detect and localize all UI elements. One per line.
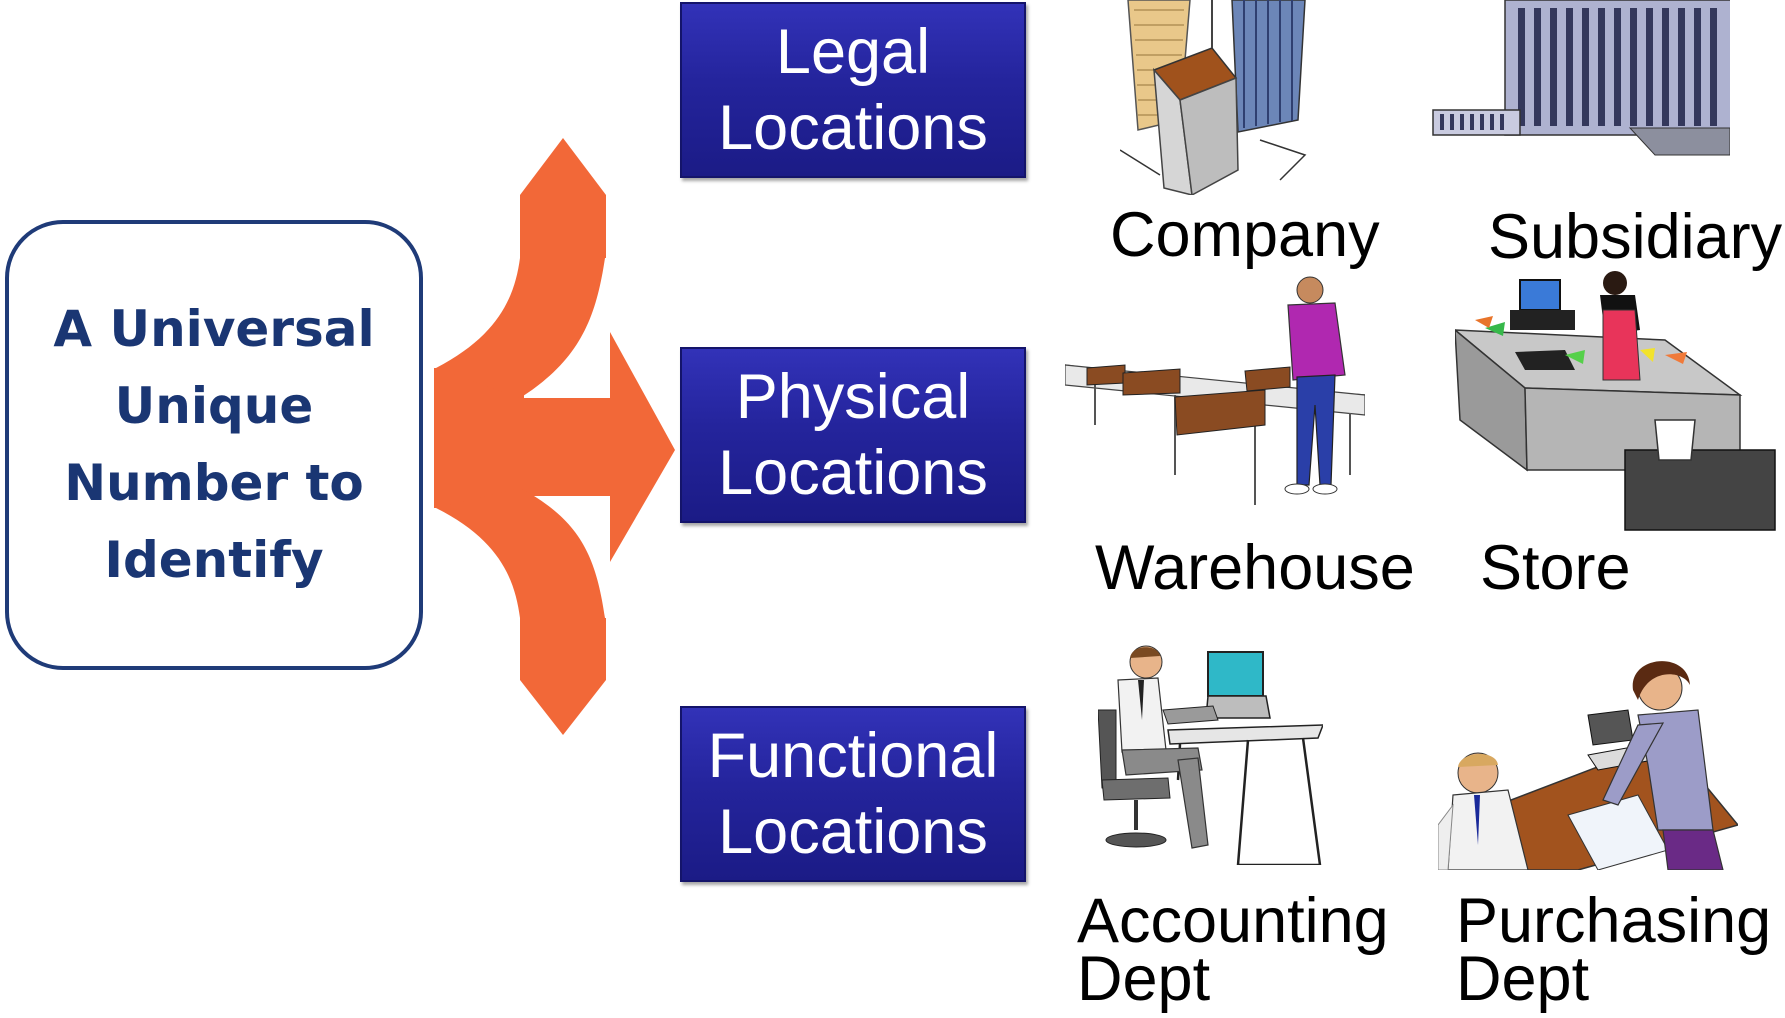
source-line: A Universal [53, 300, 375, 358]
category-physical-locations: Physical Locations [680, 347, 1026, 523]
category-line: Physical [735, 362, 971, 432]
warehouse-label: Warehouse [1095, 533, 1415, 603]
arrow-right [515, 332, 675, 562]
subsidiary-label: Subsidiary [1488, 202, 1783, 272]
accountant-computer-icon [1098, 640, 1323, 865]
accounting-label: Accounting Dept [1077, 886, 1389, 1014]
store-label: Store [1480, 533, 1631, 603]
purchasing-label-line: Purchasing [1456, 886, 1772, 956]
accounting-label-line: Accounting [1077, 886, 1389, 956]
purchasing-staff-icon [1438, 655, 1738, 870]
source-line: Identify [104, 531, 324, 589]
arrow-head-down [520, 618, 606, 735]
office-tower-icon [1120, 0, 1320, 195]
accounting-label-line: Dept [1077, 944, 1211, 1014]
source-line: Number to [64, 454, 364, 512]
category-line: Functional [707, 721, 999, 791]
warehouse-worker-icon [1065, 275, 1365, 525]
source-text: A Universal Unique Number to Identify [53, 291, 374, 599]
store-cashier-icon [1455, 270, 1785, 535]
category-legal-locations: Legal Locations [680, 2, 1026, 178]
building-icon [1430, 0, 1730, 160]
arrow-head-up [520, 138, 606, 258]
category-line: Locations [718, 797, 988, 867]
purchasing-label: Purchasing Dept [1456, 886, 1772, 1014]
source-line: Unique [114, 377, 314, 435]
company-label: Company [1110, 200, 1380, 270]
category-line: Locations [718, 438, 988, 508]
category-line: Legal [775, 17, 931, 87]
arrow-branch-down [436, 488, 605, 618]
purchasing-label-line: Dept [1456, 944, 1590, 1014]
arrow-branch-up [436, 258, 605, 398]
category-line: Locations [718, 93, 988, 163]
source-box: A Universal Unique Number to Identify [5, 220, 423, 670]
category-functional-locations: Functional Locations [680, 706, 1026, 882]
